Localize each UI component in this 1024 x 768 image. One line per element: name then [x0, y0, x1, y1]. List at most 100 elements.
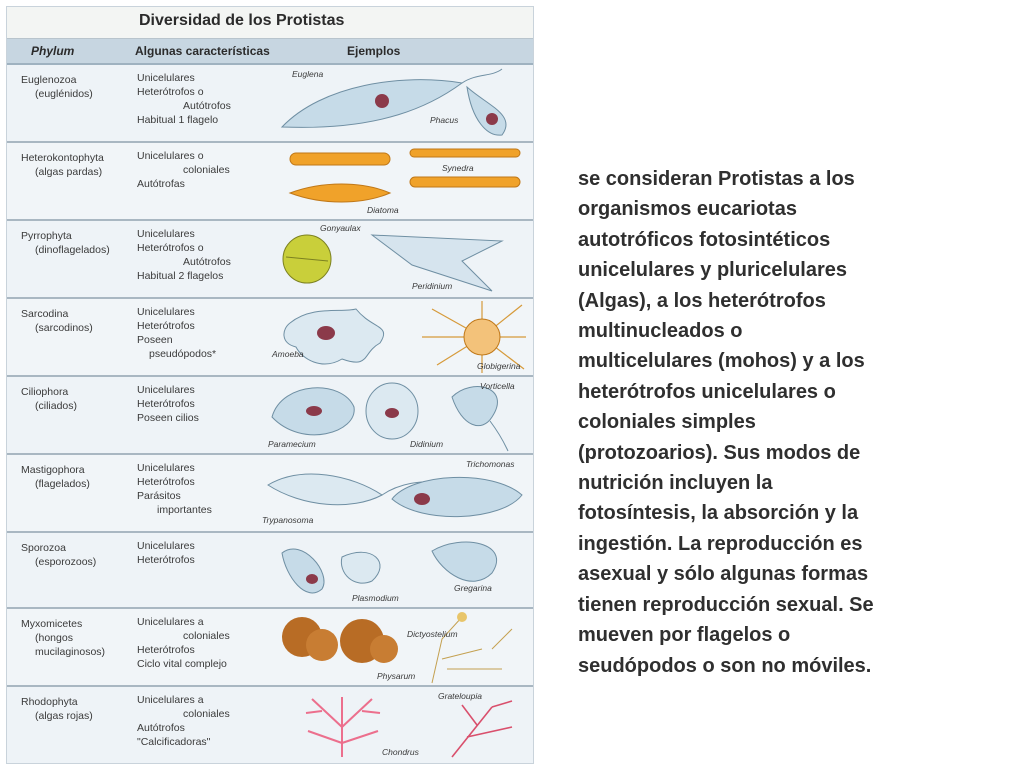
- char-line: Heterótrofos o: [137, 86, 204, 98]
- red-algae-illustration: [305, 697, 513, 758]
- example-label: Dictyostelium: [407, 629, 458, 639]
- char-line: Autótrofas: [137, 178, 185, 190]
- phylum-name: Myxomicetes: [21, 618, 83, 630]
- example-label: Didinium: [410, 439, 444, 449]
- example-label: Euglena: [292, 69, 324, 79]
- char-line: Unicelulares o: [137, 150, 204, 162]
- examples-pyrrophyta: Gonyaulax Peridinium: [262, 221, 527, 297]
- char-line: Heterótrofos: [137, 320, 195, 332]
- table-row-rhodophyta: Rhodophyta (algas rojas) Unicelulares a c…: [7, 687, 533, 761]
- paragraph-line: seudópodos o son no móviles.: [578, 654, 872, 677]
- phylum-name: Euglenozoa: [21, 74, 77, 86]
- phylum-common: (ciliados): [35, 400, 78, 412]
- example-label: Physarum: [377, 671, 416, 681]
- table-row-myxomicetes: Myxomicetes (hongos mucilaginosos) Unicel…: [7, 609, 533, 687]
- paragraph-line: multicelulares (mohos) y a los: [578, 350, 865, 373]
- example-label: Phacus: [430, 115, 459, 125]
- char-line: importantes: [157, 504, 212, 516]
- table-title-bar: Diversidad de los Protistas: [7, 7, 533, 39]
- char-line: coloniales: [183, 630, 230, 642]
- amoeba-illustration: [283, 301, 526, 373]
- table-row-mastigophora: Mastigophora (flagelados) Unicelulares He…: [7, 455, 533, 533]
- char-line: Parásitos: [137, 490, 181, 502]
- table-row-ciliophora: Ciliophora (ciliados) Unicelulares Heteró…: [7, 377, 533, 455]
- paragraph-line: multinucleados o: [578, 320, 743, 343]
- header-ejemplos: Ejemplos: [347, 44, 401, 58]
- char-line: Unicelulares: [137, 540, 195, 552]
- dinoflagellate-illustration: [282, 234, 504, 292]
- examples-euglenozoa: Euglena Phacus: [262, 65, 527, 141]
- phylum-name: Rhodophyta: [21, 696, 78, 708]
- examples-sarcodina: Amoeba Globigerina: [262, 299, 527, 375]
- char-line: Unicelulares: [137, 462, 195, 474]
- description-paragraph: se consideran Protistas a los organismos…: [578, 164, 978, 681]
- char-line: Habitual 1 flagelo: [137, 114, 219, 126]
- char-line: Unicelulares: [137, 306, 195, 318]
- paragraph-line: fotosíntesis, la absorción y la: [578, 502, 859, 525]
- char-line: Unicelulares a: [137, 616, 204, 628]
- paragraph-line: mueven por flagelos o: [578, 624, 791, 647]
- char-line: Heterótrofos: [137, 476, 195, 488]
- example-label: Gregarina: [454, 583, 492, 593]
- example-label: Synedra: [442, 163, 474, 173]
- phylum-common: (flagelados): [35, 478, 90, 490]
- paragraph-line: organismos eucariotas: [578, 198, 797, 221]
- char-line: coloniales: [183, 164, 230, 176]
- paragraph-line: heterótrofos unicelulares o: [578, 380, 836, 403]
- phylum-common: (algas pardas): [35, 166, 103, 178]
- euglena-illustration: [280, 68, 507, 136]
- paragraph-line: se consideran Protistas a los: [578, 168, 855, 190]
- example-label: Diatoma: [367, 205, 399, 215]
- phylum-name: Ciliophora: [21, 386, 69, 398]
- example-label: Globigerina: [477, 361, 521, 371]
- char-line: Unicelulares a: [137, 694, 204, 706]
- paragraph-line: (Algas), a los heterótrofos: [578, 289, 826, 312]
- paragraph-line: unicelulares y pluricelulares: [578, 259, 848, 282]
- char-line: Unicelulares: [137, 228, 195, 240]
- example-label: Amoeba: [272, 349, 304, 359]
- phylum-common: (esporozoos): [35, 556, 97, 568]
- char-line: Unicelulares: [137, 384, 195, 396]
- phylum-name: Heterokontophyta: [21, 152, 104, 164]
- example-label: Vorticella: [480, 381, 515, 391]
- phylum-common: (algas rojas): [35, 710, 93, 722]
- protist-diversity-table: Diversidad de los Protistas Phylum Algun…: [6, 6, 534, 764]
- phylum-common: (hongos mucilaginosos): [35, 632, 106, 658]
- example-label: Trypanosoma: [262, 515, 314, 525]
- phylum-common: (sarcodinos): [35, 322, 93, 334]
- diatom-illustration: [288, 148, 521, 203]
- example-label: Trichomonas: [466, 459, 515, 469]
- header-phylum: Phylum: [31, 44, 75, 58]
- slime-mold-illustration: [282, 612, 513, 684]
- phylum-common: (euglénidos): [35, 88, 93, 100]
- char-line: coloniales: [183, 708, 230, 720]
- paragraph-line: tienen reproducción sexual. Se: [578, 593, 874, 616]
- char-line: "Calcificadoras": [137, 736, 211, 748]
- char-line: Heterótrofos: [137, 398, 195, 410]
- table-row-euglenozoa: Euglenozoa(euglénidos) Unicelulares Hete…: [7, 65, 533, 143]
- example-label: Plasmodium: [352, 593, 399, 603]
- char-line: Poseen: [137, 334, 173, 346]
- examples-sporozoa: Gregarina Plasmodium: [262, 533, 527, 607]
- phylum-name: Mastigophora: [21, 464, 85, 476]
- char-line: Poseen cilios: [137, 412, 199, 424]
- ciliate-illustration: [271, 382, 509, 452]
- char-line: Heterótrofos: [137, 644, 195, 656]
- examples-myxomicetes: Dictyostelium Physarum: [262, 609, 527, 685]
- phylum-name: Sarcodina: [21, 308, 69, 320]
- paragraph-line: autotróficos fotosintéticos: [578, 228, 831, 251]
- char-line: Heterótrofos: [137, 554, 195, 566]
- example-label: Chondrus: [382, 747, 419, 757]
- phylum-name: Pyrrophyta: [21, 230, 72, 242]
- table-row-heterokontophyta: Heterokontophyta (algas pardas) Unicelula…: [7, 143, 533, 221]
- examples-heterokontophyta: Synedra Diatoma: [262, 143, 527, 219]
- example-label: Grateloupia: [438, 691, 482, 701]
- paragraph-line: coloniales simples: [578, 411, 756, 434]
- char-line: Autótrofos: [183, 100, 231, 112]
- example-label: Peridinium: [412, 281, 453, 291]
- examples-mastigophora: Trichomonas Trypanosoma: [262, 455, 527, 531]
- examples-ciliophora: Vorticella Paramecium Didinium: [262, 377, 527, 453]
- examples-rhodophyta: Grateloupia Chondrus: [262, 687, 527, 761]
- char-line: Autótrofos: [137, 722, 185, 734]
- paragraph-line: asexual y sólo algunas formas: [578, 563, 869, 586]
